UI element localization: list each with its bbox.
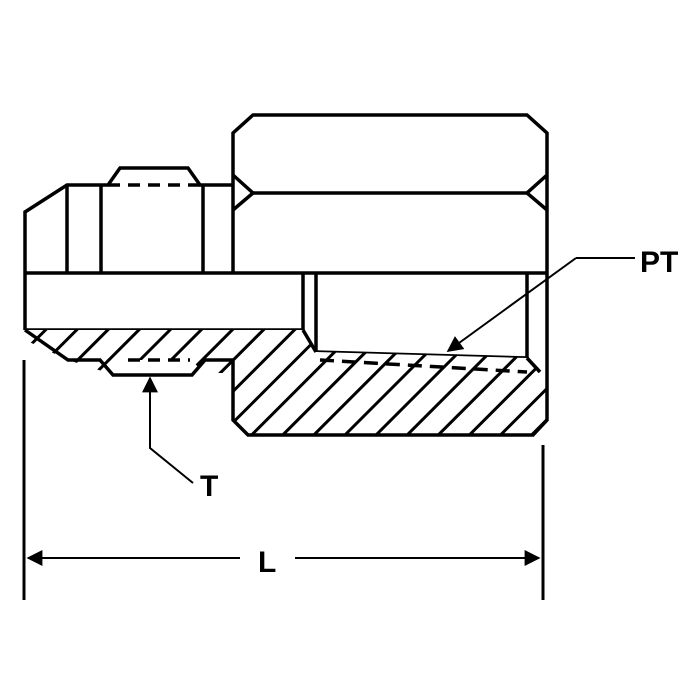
callout-pt: PT xyxy=(446,246,678,352)
l-label: L xyxy=(258,546,276,579)
section-outline xyxy=(23,273,549,437)
t-label: T xyxy=(200,470,218,503)
dimension-l: L xyxy=(22,360,545,600)
callout-t: T xyxy=(142,376,218,503)
pt-label: PT xyxy=(640,246,678,279)
male-end-exterior xyxy=(23,166,233,330)
hex-body-exterior xyxy=(231,113,549,273)
section-hatch xyxy=(25,330,547,435)
